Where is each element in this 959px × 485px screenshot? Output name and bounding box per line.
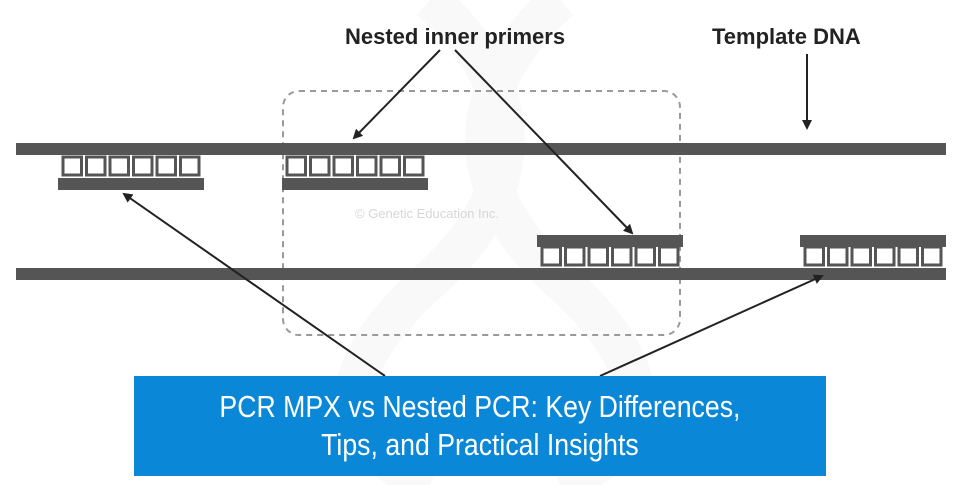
- base-pair-box: [540, 245, 562, 267]
- base-pair-box: [897, 245, 919, 267]
- base-pair-box: [587, 245, 609, 267]
- base-pair-box: [379, 155, 401, 177]
- article-title: PCR MPX vs Nested PCR: Key Differences,T…: [219, 388, 740, 464]
- outer-primer-forward: [58, 155, 204, 190]
- base-pair-box: [611, 245, 633, 267]
- base-pair-box: [309, 155, 331, 177]
- outer-primer-forward-strand: [58, 178, 204, 190]
- inner-primer-forward-strand: [282, 178, 428, 190]
- inner-primer-forward: [282, 155, 428, 190]
- label-nested-inner-primers: Nested inner primers: [345, 24, 565, 49]
- base-pair-box: [356, 155, 378, 177]
- base-pair-box: [803, 245, 825, 267]
- base-pair-box: [155, 155, 177, 177]
- base-pair-box: [179, 155, 201, 177]
- template-strand-top: [16, 143, 946, 155]
- title-line-2: Tips, and Practical Insights: [321, 427, 639, 462]
- arrow-to-outer-primer-right: [599, 274, 824, 377]
- arrow-to-inner-primer-top: [352, 49, 441, 140]
- base-pair-box: [285, 155, 307, 177]
- base-pair-box: [874, 245, 896, 267]
- watermark-text: © Genetic Education Inc.: [355, 206, 499, 221]
- inner-primer-reverse: [537, 235, 683, 267]
- label-template-dna: Template DNA: [712, 24, 861, 49]
- title-line-1: PCR MPX vs Nested PCR: Key Differences,: [219, 389, 741, 424]
- base-pair-box: [921, 245, 943, 267]
- base-pair-box: [332, 155, 354, 177]
- base-pair-box: [403, 155, 425, 177]
- arrow-to-outer-primer-left: [122, 192, 386, 377]
- base-pair-box: [108, 155, 130, 177]
- base-pair-box: [132, 155, 154, 177]
- outer-primer-reverse-strand: [800, 235, 946, 247]
- base-pair-box: [827, 245, 849, 267]
- template-strand-bottom: [16, 268, 946, 280]
- nested-region-box: [282, 90, 681, 336]
- base-pair-box: [564, 245, 586, 267]
- outer-primer-reverse: [800, 235, 946, 267]
- base-pair-box: [61, 155, 83, 177]
- arrow-to-inner-primer-bottom: [454, 49, 634, 235]
- base-pair-box: [658, 245, 680, 267]
- title-banner: PCR MPX vs Nested PCR: Key Differences,T…: [134, 376, 826, 476]
- base-pair-box: [634, 245, 656, 267]
- inner-primer-reverse-strand: [537, 235, 683, 247]
- base-pair-box: [850, 245, 872, 267]
- base-pair-box: [85, 155, 107, 177]
